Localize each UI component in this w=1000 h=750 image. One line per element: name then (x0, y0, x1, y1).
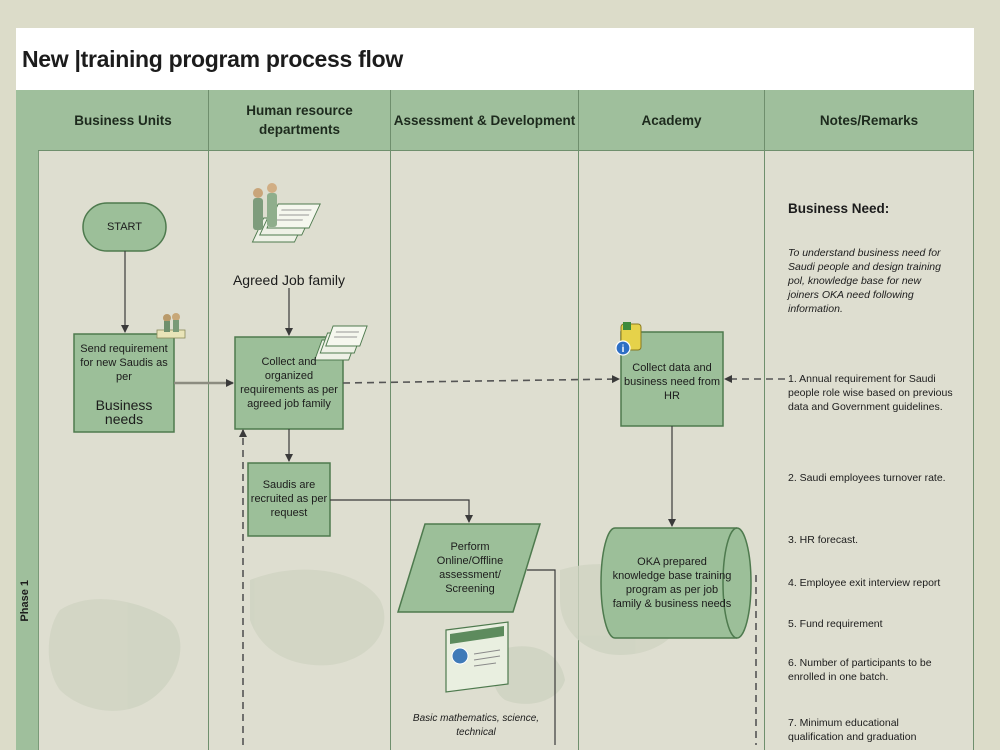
start-label: START (106, 221, 143, 233)
arrow-recruited-to-assessment (330, 499, 473, 523)
note-item: 5. Fund requirement (788, 618, 883, 630)
note-item: 1. Annual requirement for Saudi people r… (788, 373, 953, 413)
lane-header-academy: Academy (579, 90, 765, 151)
oka-prepared-label: OKA prepared knowledge base training pro… (612, 556, 732, 610)
note-item: 2. Saudi employees turnover rate. (788, 472, 946, 484)
recruited-label: Saudis are recruited as per request (250, 479, 328, 519)
database-info-icon: i (615, 322, 642, 356)
phase-bar: Phase 1 (16, 90, 39, 750)
documents-stack-icon (314, 325, 368, 361)
notes-intro: To understand business need for Saudi pe… (788, 247, 941, 315)
line-assessment-down (527, 569, 556, 745)
lane-header-business-units: Business Units (38, 90, 209, 151)
agreed-job-family-label: Agreed Job family (232, 272, 346, 288)
recruited-box (247, 462, 331, 537)
note-item: 6. Number of participants to be enrolled… (788, 657, 932, 683)
note-item: 7. Minimum educational qualification and… (788, 717, 917, 743)
oka-storage-node (600, 527, 752, 639)
assessment-label: Perform Online/Offline assessment/ Scree… (436, 541, 504, 595)
lane-divider (578, 150, 579, 750)
svg-text:i: i (622, 344, 625, 355)
lane-divider (390, 150, 391, 750)
dashed-connectors (239, 375, 785, 745)
collect-organize-label: Collect and organized requirements as pe… (240, 356, 338, 410)
note-item: 4. Employee exit interview report (788, 577, 941, 589)
world-map-watermark (48, 564, 682, 711)
lane-divider (764, 150, 765, 750)
people-icon (156, 313, 186, 339)
lane-divider (208, 150, 209, 750)
send-requirement-label: Send requirement for new Saudis as per (80, 343, 168, 383)
title-bar: New |training program process flow (16, 28, 974, 90)
business-needs-label: Business needs (95, 397, 153, 427)
lane-header-human-resource: Human resource departments (209, 90, 391, 151)
people-documents-icon (251, 183, 321, 243)
lane-header-notes: Notes/Remarks (765, 90, 974, 151)
send-requirement-box (73, 333, 175, 433)
basic-math-caption: Basic mathematics, science, technical (412, 713, 540, 738)
certificate-icon (445, 621, 509, 693)
dashed-arrow-collect-to-academy (342, 375, 620, 384)
collect-data-label: Collect data and business need from HR (624, 362, 720, 402)
connectors (121, 251, 676, 745)
lane-header-assessment: Assessment & Development (391, 90, 579, 151)
page-title: New |training program process flow (22, 46, 403, 72)
note-item: 3. HR forecast. (788, 534, 859, 546)
assessment-parallelogram (396, 523, 542, 613)
notes-heading: Business Need: (788, 201, 890, 216)
lane-divider (973, 150, 974, 750)
